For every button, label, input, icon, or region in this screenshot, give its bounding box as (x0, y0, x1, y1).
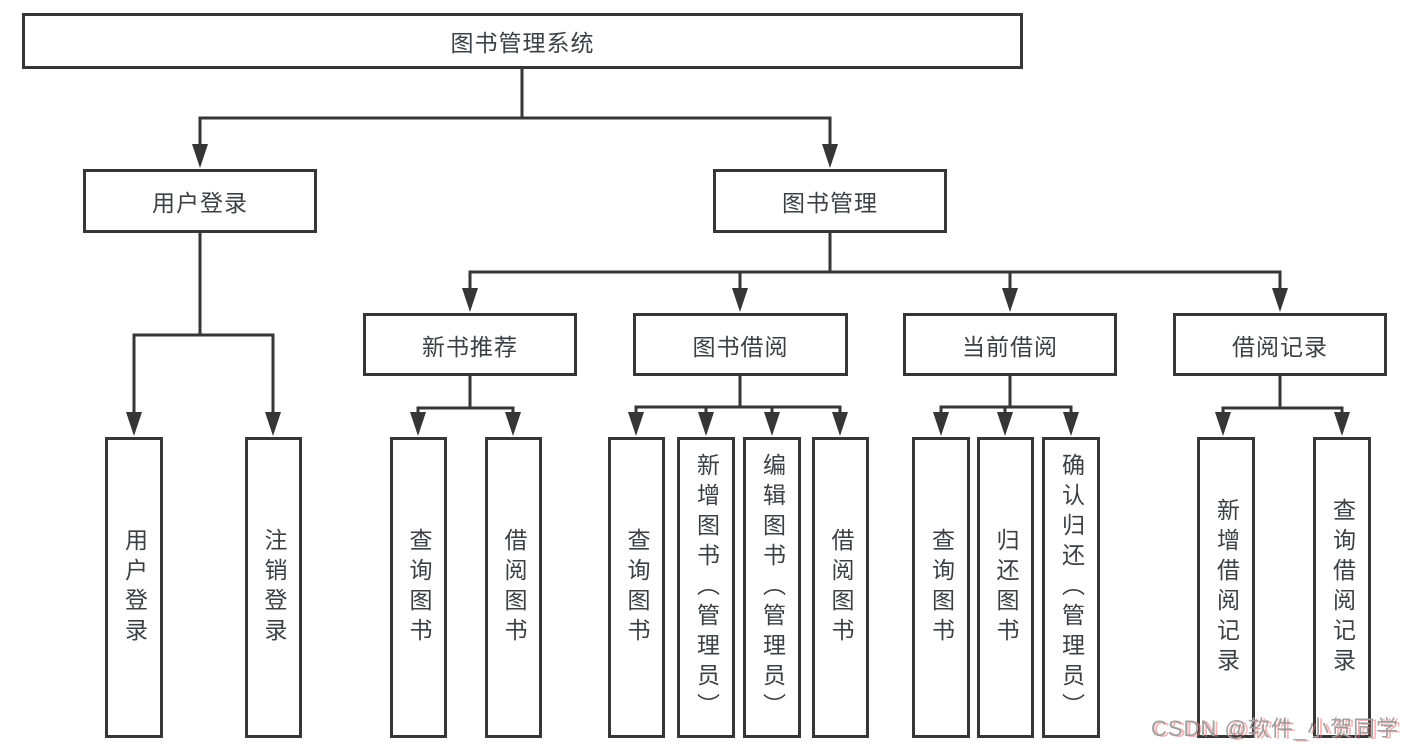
leaf-logout-label: 注销登录 (261, 527, 287, 648)
leaf-query-books-borrowing-label: 查询图书 (624, 527, 650, 648)
node-new-book-recommend: 新书推荐 (363, 313, 577, 376)
node-root-system: 图书管理系统 (22, 13, 1023, 69)
leaf-user-login: 用户登录 (105, 437, 163, 738)
leaf-edit-books-admin: 编辑图书（管理员） (743, 437, 801, 738)
csdn-watermark: CSDN @软件_小贺同学 (1150, 716, 1399, 741)
leaf-edit-books-admin-label: 编辑图书（管理员） (759, 452, 786, 723)
leaf-logout: 注销登录 (245, 437, 302, 738)
node-user-login: 用户登录 (83, 169, 317, 233)
leaf-query-borrow-record: 查询借阅记录 (1313, 437, 1371, 738)
leaf-query-borrow-record-label: 查询借阅记录 (1329, 497, 1356, 678)
leaf-query-books-current-label: 查询图书 (928, 527, 955, 648)
leaf-add-books-admin: 新增图书（管理员） (677, 437, 735, 738)
leaf-user-login-label: 用户登录 (121, 527, 148, 648)
leaf-return-books-label: 归还图书 (993, 527, 1019, 648)
leaf-confirm-return-admin: 确认归还（管理员） (1042, 437, 1100, 738)
leaf-query-books-current: 查询图书 (912, 437, 970, 738)
leaf-add-books-admin-label: 新增图书（管理员） (693, 452, 720, 723)
node-book-borrowing: 图书借阅 (633, 313, 848, 376)
leaf-add-borrow-record-label: 新增借阅记录 (1213, 497, 1240, 678)
leaf-add-borrow-record: 新增借阅记录 (1197, 437, 1255, 738)
leaf-borrow-books-recommend-label: 借阅图书 (501, 527, 527, 648)
leaf-borrow-books-label: 借阅图书 (828, 527, 854, 648)
leaf-query-books-recommend-label: 查询图书 (406, 527, 432, 648)
leaf-query-books-recommend: 查询图书 (390, 437, 447, 738)
arrowheads (126, 144, 1350, 436)
leaf-borrow-books-recommend: 借阅图书 (485, 437, 542, 738)
node-borrow-records: 借阅记录 (1173, 313, 1387, 376)
leaf-borrow-books: 借阅图书 (812, 437, 869, 738)
node-current-borrowing: 当前借阅 (903, 313, 1117, 376)
leaf-return-books: 归还图书 (977, 437, 1034, 738)
leaf-query-books-borrowing: 查询图书 (608, 437, 665, 738)
node-book-management: 图书管理 (713, 169, 947, 233)
leaf-confirm-return-admin-label: 确认归还（管理员） (1058, 452, 1085, 723)
